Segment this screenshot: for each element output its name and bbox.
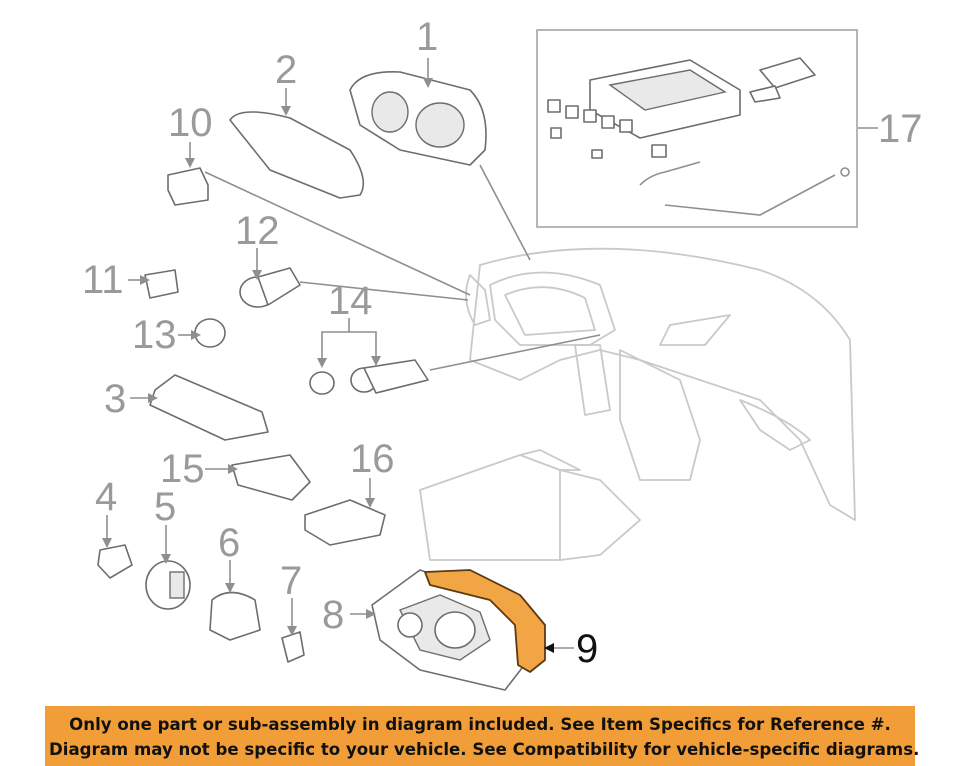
dashboard-outline (419, 247, 856, 561)
callout-9: 9 (576, 627, 598, 671)
part-9-circuit-board-highlight (424, 569, 546, 673)
part-12-lighter (239, 267, 301, 308)
callout-13: 13 (132, 313, 177, 357)
callout-15: 15 (160, 447, 205, 491)
part-3-panel (149, 374, 269, 441)
disclaimer-banner: Only one part or sub-assembly in diagram… (45, 706, 920, 766)
part-6-knob (209, 591, 261, 641)
callout-5: 5 (154, 485, 176, 529)
callout-11: 11 (82, 258, 124, 302)
arrow-heads (102, 78, 554, 653)
part-15-switch (231, 454, 311, 501)
callout-10: 10 (168, 101, 213, 145)
callout-14: 14 (328, 279, 373, 323)
callout-1: 1 (416, 15, 438, 59)
part-4-knob (97, 544, 133, 579)
callout-8: 8 (322, 593, 344, 637)
part-13-ring (194, 318, 226, 348)
callout-3: 3 (104, 377, 126, 421)
callout-12: 12 (235, 209, 280, 253)
callout-6: 6 (218, 521, 240, 565)
callout-17: 17 (878, 107, 923, 151)
callout-numbers: 1 2 10 12 11 14 13 3 16 15 4 5 6 7 8 9 1… (82, 15, 923, 671)
part-7-knob (281, 631, 305, 663)
part-1-bezel (349, 71, 487, 166)
callout-4: 4 (95, 475, 117, 519)
part-5-knob (145, 560, 191, 610)
disclaimer-line-1: Only one part or sub-assembly in diagram… (69, 715, 891, 734)
callout-16: 16 (350, 437, 395, 481)
callout-7: 7 (280, 559, 302, 603)
part-16-switch (304, 499, 386, 546)
part-17-inset (536, 29, 858, 228)
callout-2: 2 (275, 48, 297, 92)
part-11-clip (144, 269, 179, 299)
part-14-socket (309, 359, 429, 395)
leader-lines (106, 58, 878, 649)
disclaimer-line-2: Diagram may not be specific to your vehi… (49, 740, 920, 759)
part-10-switch (167, 167, 209, 206)
part-2-lens (229, 111, 365, 199)
